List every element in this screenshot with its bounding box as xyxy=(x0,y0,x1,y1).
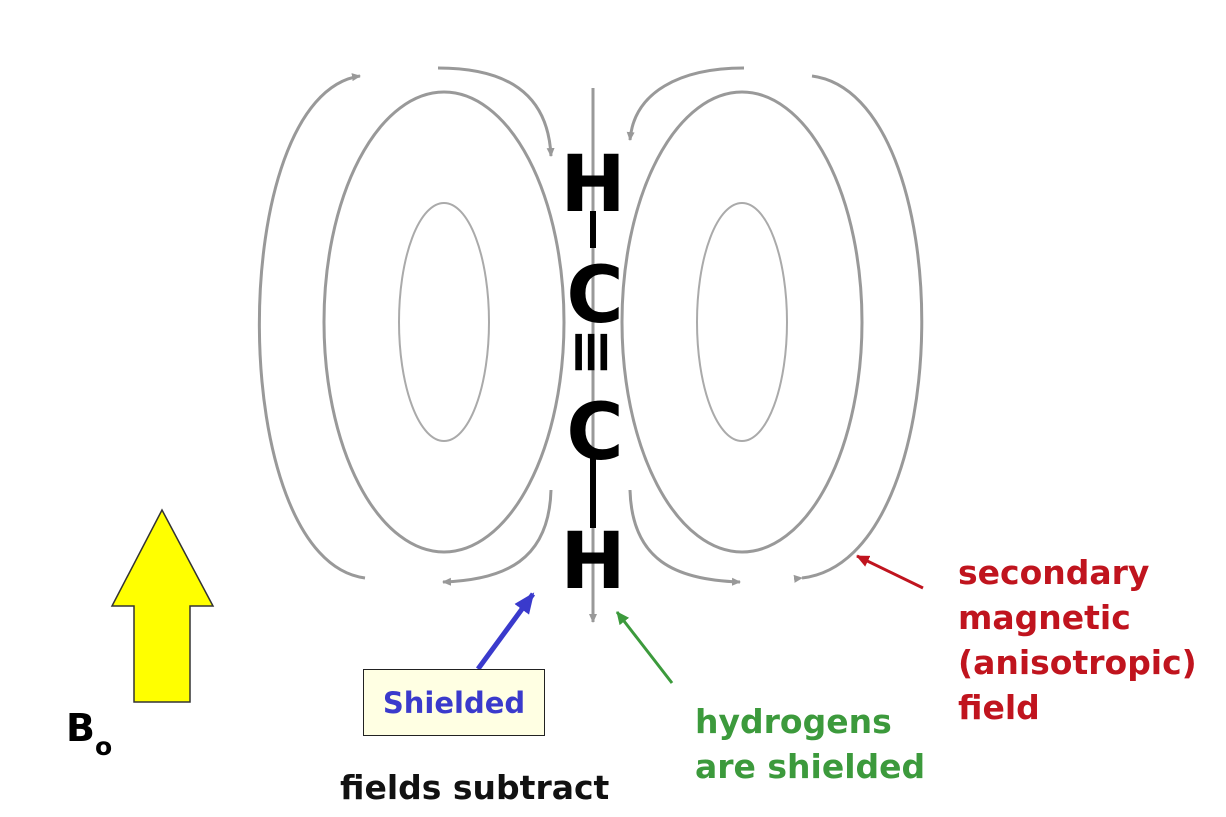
shielded-label: Shielded xyxy=(382,685,526,720)
left-middle-field-loop xyxy=(322,90,566,554)
triple-bond: ≡ xyxy=(559,328,627,377)
fields-subtract-label: fields subtract xyxy=(340,768,610,807)
hydrogen-atom-bottom: H xyxy=(560,517,625,607)
secondary-field-line: field xyxy=(958,688,1040,727)
left-inner-field-loop xyxy=(398,202,490,442)
shielded-pointer-arrow xyxy=(475,592,536,671)
right-inner-field-loop xyxy=(696,202,788,442)
secondary-field-line: secondary xyxy=(958,553,1150,592)
right-outer-field-arc xyxy=(793,74,924,583)
secondary-field-pointer-arrow xyxy=(856,554,924,590)
secondary-field-label: secondary magnetic (anisotropic) field xyxy=(958,550,1197,730)
hydrogens-shielded-label: hydrogens are shielded xyxy=(695,699,925,789)
bo-main: B xyxy=(66,706,95,750)
bo-field-arrow xyxy=(110,508,215,703)
carbon-atom-top: C xyxy=(566,251,623,341)
secondary-field-line: (anisotropic) xyxy=(958,643,1197,682)
shielded-box: Shielded xyxy=(363,669,545,736)
right-middle-field-loop xyxy=(620,90,864,554)
hydrogens-pointer-arrow xyxy=(615,611,674,684)
hydrogens-shielded-line: are shielded xyxy=(695,747,926,786)
bo-label: Bo xyxy=(66,706,112,761)
left-outer-field-arc xyxy=(257,73,366,580)
bo-subscript: o xyxy=(94,732,113,761)
bottom-right-field-arrow xyxy=(628,489,741,586)
secondary-field-line: magnetic xyxy=(958,598,1131,637)
bottom-left-field-arrow xyxy=(442,489,553,586)
hydrogens-shielded-line: hydrogens xyxy=(695,702,892,741)
top-left-field-arrow xyxy=(437,66,555,157)
top-right-field-arrow xyxy=(626,66,745,141)
